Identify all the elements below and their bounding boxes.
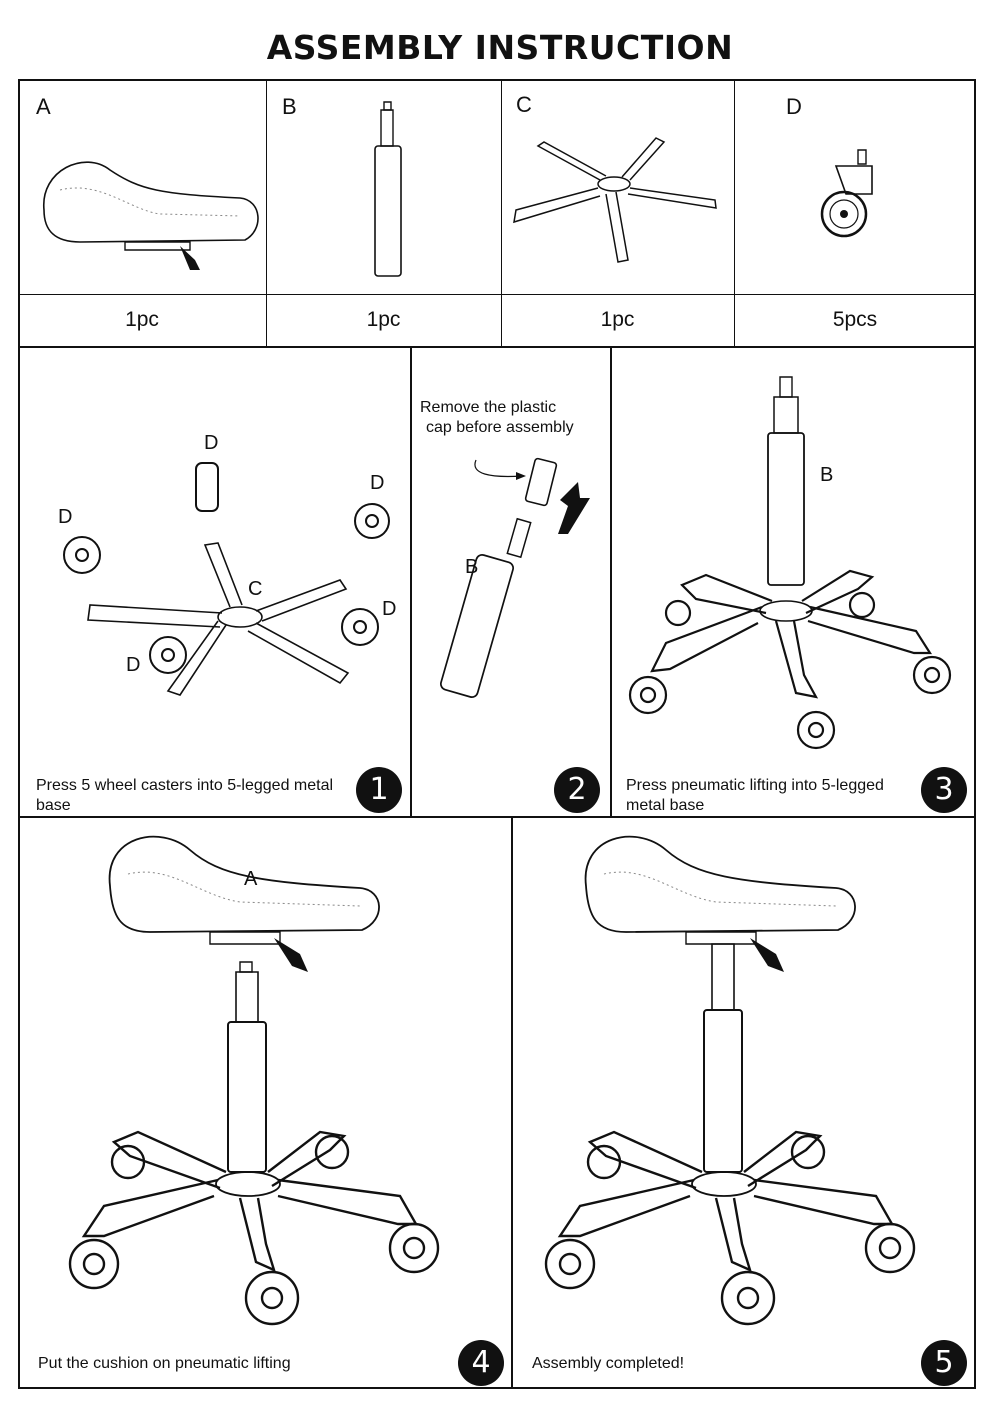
- part-label-c: C: [248, 578, 263, 600]
- step-caption: Press pneumatic lifting into 5-legged me…: [626, 777, 884, 814]
- gas-lift-cylinder-icon: [368, 100, 408, 280]
- part-letter: B: [282, 94, 297, 119]
- instruction-frame: [18, 79, 976, 1389]
- caster-wheel-icon: [818, 148, 878, 248]
- step-number-badge: 4: [458, 1340, 504, 1386]
- note-line-2: cap before assembly: [426, 419, 574, 436]
- base-with-casters-icon: [50, 455, 400, 725]
- part-label-d: D: [204, 432, 219, 454]
- step-caption: Assembly completed!: [532, 1355, 685, 1372]
- divider: [511, 817, 513, 1389]
- divider: [734, 79, 735, 347]
- step-number-badge: 2: [554, 767, 600, 813]
- stool-with-cushion-icon: [60, 826, 460, 1336]
- part-quantity: 5pcs: [832, 308, 878, 331]
- divider: [266, 79, 267, 347]
- part-quantity: 1pc: [366, 308, 401, 331]
- note-line-1: Remove the plastic: [420, 399, 557, 416]
- divider: [18, 816, 976, 818]
- divider: [610, 347, 612, 817]
- part-label-a: A: [244, 868, 258, 890]
- step-number-badge: 5: [921, 1340, 967, 1386]
- part-quantity: 1pc: [600, 308, 635, 331]
- divider: [18, 346, 976, 348]
- divider: [501, 79, 502, 347]
- part-label-d: D: [382, 598, 397, 620]
- part-label-b: B: [465, 556, 479, 578]
- step-caption: Press 5 wheel casters into 5-legged meta…: [36, 777, 334, 814]
- step-caption: Put the cushion on pneumatic lifting: [38, 1355, 291, 1372]
- part-quantity: 1pc: [125, 308, 159, 331]
- divider: [18, 294, 976, 295]
- page-title: ASSEMBLY INSTRUCTION: [266, 28, 734, 67]
- part-label-d: D: [58, 506, 73, 528]
- seat-cushion-icon: [40, 150, 262, 270]
- divider: [410, 347, 412, 817]
- base-with-gas-lift-icon: [626, 375, 966, 760]
- part-label-d: D: [370, 472, 385, 494]
- step-number-badge: 1: [356, 767, 402, 813]
- five-leg-base-icon: [510, 132, 730, 272]
- part-letter: A: [36, 94, 51, 119]
- part-letter: C: [516, 92, 532, 117]
- part-label-d: D: [126, 654, 141, 676]
- gas-lift-insert-icon: [430, 440, 590, 700]
- part-letter: D: [786, 94, 802, 119]
- completed-stool-icon: [530, 826, 930, 1336]
- part-label-b: B: [820, 464, 834, 486]
- step-number-badge: 3: [921, 767, 967, 813]
